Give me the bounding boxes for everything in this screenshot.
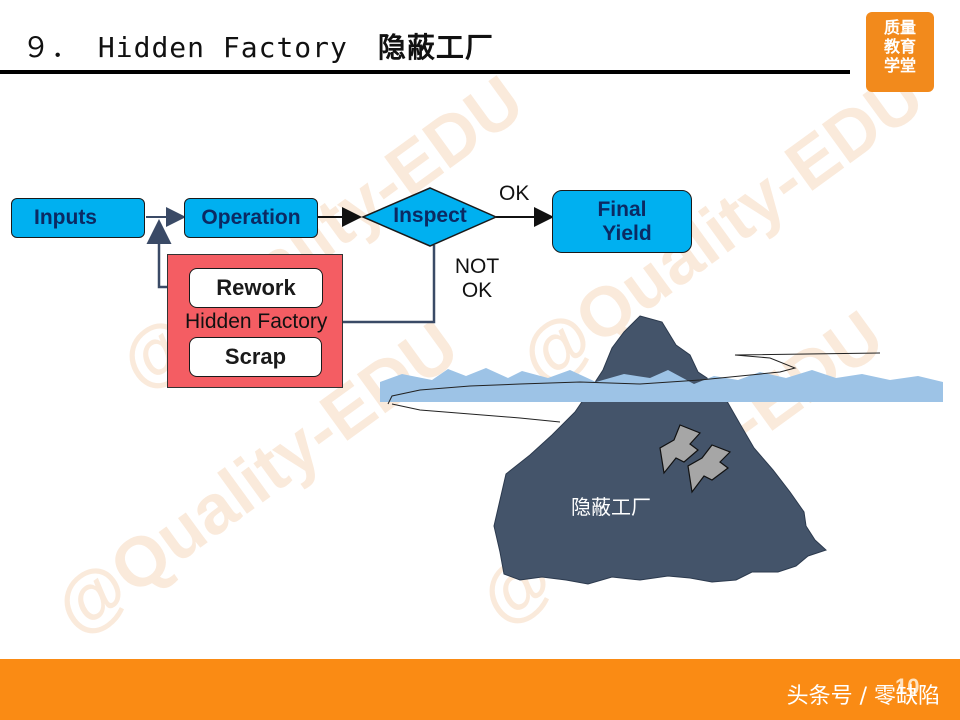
- scrap-box: Scrap: [189, 337, 322, 377]
- scrap-label: Scrap: [224, 344, 287, 369]
- title-chinese: 隐蔽工厂: [377, 31, 494, 64]
- logo: 质量 教育 学堂: [866, 12, 934, 92]
- inputs-box: Inputs: [11, 198, 145, 238]
- iceberg-outline: [391, 403, 561, 423]
- final-yield-label-line1: Final: [597, 197, 647, 221]
- footer-source: 头条号 / 零缺陷: [786, 684, 940, 709]
- iceberg-outline: [387, 352, 881, 405]
- iceberg-label: 隐蔽工厂: [571, 495, 651, 519]
- water-surface: [380, 368, 943, 402]
- final-yield-label-line2: Yield: [602, 221, 652, 245]
- inputs-label: Inputs: [34, 206, 97, 229]
- operation-box: Operation: [184, 198, 318, 238]
- not-ok-line1: NOT: [454, 255, 500, 278]
- operation-label: Operation: [201, 206, 301, 229]
- logo-line: 教育: [883, 37, 916, 56]
- hidden-factory-label: Hidden Factory: [185, 310, 328, 333]
- title-english: Hidden Factory: [97, 31, 348, 64]
- logo-line: 质量: [883, 18, 916, 37]
- not-ok-line2: OK: [461, 279, 493, 302]
- crack-icon: [687, 444, 732, 494]
- rework-box: Rework: [189, 268, 323, 308]
- not-ok-label: NOT OK: [451, 255, 503, 303]
- final-yield-box: Final Yield: [552, 190, 692, 253]
- inspect-label: Inspect: [393, 204, 467, 227]
- page-title: ９． Hidden Factory 隐蔽工厂: [22, 26, 494, 66]
- inspect-diamond: [361, 187, 498, 247]
- title-underline: [0, 70, 850, 74]
- title-number: ９．: [22, 31, 81, 64]
- page-number: 10: [895, 674, 920, 699]
- inspect-label-holder: Inspect: [376, 200, 484, 232]
- crack-icon: [659, 424, 702, 475]
- logo-line: 学堂: [883, 56, 916, 75]
- arrow-not-ok-to-hidden-factory: [343, 245, 436, 324]
- rework-label: Rework: [216, 275, 296, 300]
- footer-bar: [0, 659, 960, 720]
- ok-label: OK: [499, 182, 530, 205]
